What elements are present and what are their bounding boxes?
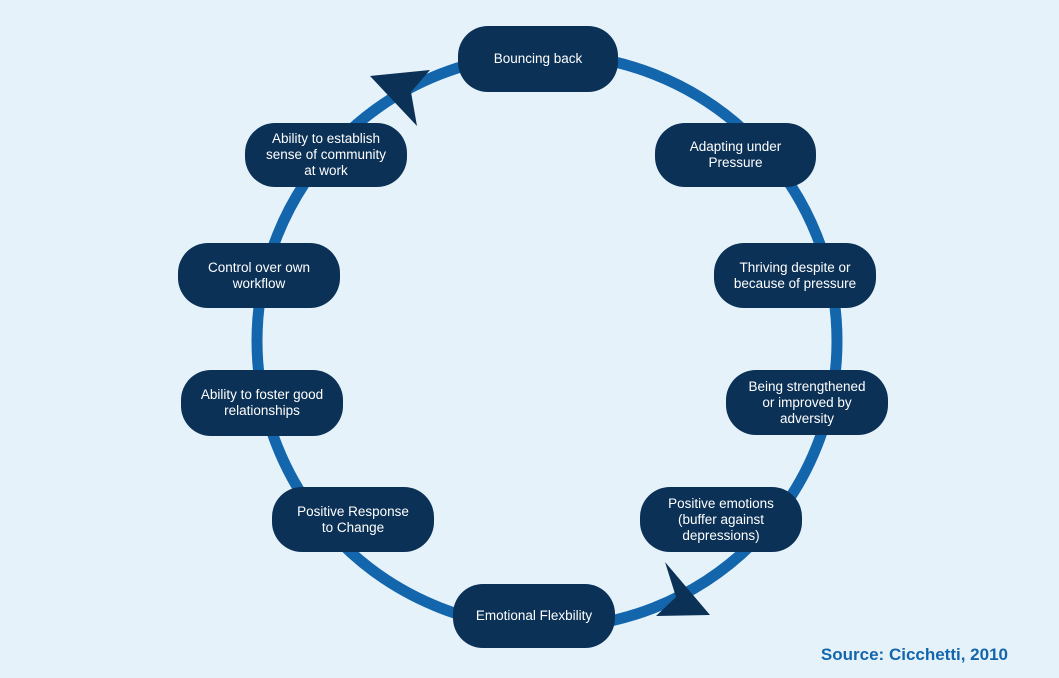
node-control-over-workflow: Control over own workflow: [178, 243, 340, 308]
node-positive-emotions: Positive emotions (buffer against depres…: [640, 487, 802, 552]
cycle-arrowhead-top: [370, 70, 430, 126]
node-thriving-despite-pressure: Thriving despite or because of pressure: [714, 243, 876, 308]
node-strengthened-by-adversity: Being strengthened or improved by advers…: [726, 370, 888, 435]
node-adapting-under-pressure: Adapting under Pressure: [655, 123, 816, 187]
node-foster-good-relationships: Ability to foster good relationships: [181, 370, 343, 436]
node-positive-response-to-change: Positive Response to Change: [272, 487, 434, 552]
node-sense-of-community: Ability to establish sense of community …: [245, 123, 407, 187]
source-citation: Source: Cicchetti, 2010: [820, 645, 1008, 664]
cycle-arrowhead-bottom: [656, 562, 710, 616]
node-bouncing-back: Bouncing back: [458, 26, 618, 92]
node-emotional-flexibility: Emotional Flexbility: [453, 584, 615, 648]
